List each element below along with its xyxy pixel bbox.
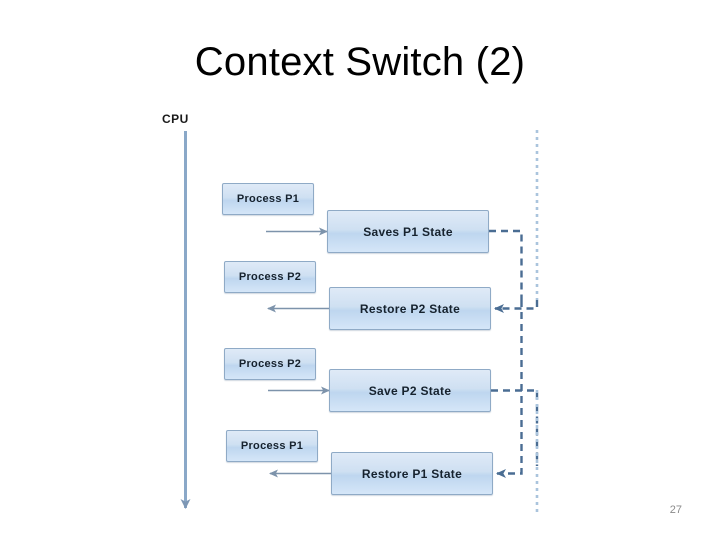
process-box-row-3[interactable]: Process P2: [224, 348, 316, 380]
state-box-row-2[interactable]: Restore P2 State: [329, 287, 491, 330]
process-box-row-1[interactable]: Process P1: [222, 183, 314, 215]
cpu-lane-label: CPU: [162, 112, 189, 126]
page-title: Context Switch (2): [194, 40, 526, 84]
process-box-row-2[interactable]: Process P2: [224, 261, 316, 293]
state-box-row-4[interactable]: Restore P1 State: [331, 452, 493, 495]
page-number: 27: [669, 504, 682, 516]
row-4-dashed-arrow: [496, 300, 523, 478]
state-box-row-3[interactable]: Save P2 State: [329, 369, 491, 412]
row-3-dashed-connector: [491, 389, 539, 466]
row-2-dashed-arrow: [494, 300, 539, 313]
process-box-row-4[interactable]: Process P1: [226, 430, 318, 462]
state-box-row-1[interactable]: Saves P1 State: [327, 210, 489, 253]
row-1-dashed-connector: [489, 229, 523, 300]
